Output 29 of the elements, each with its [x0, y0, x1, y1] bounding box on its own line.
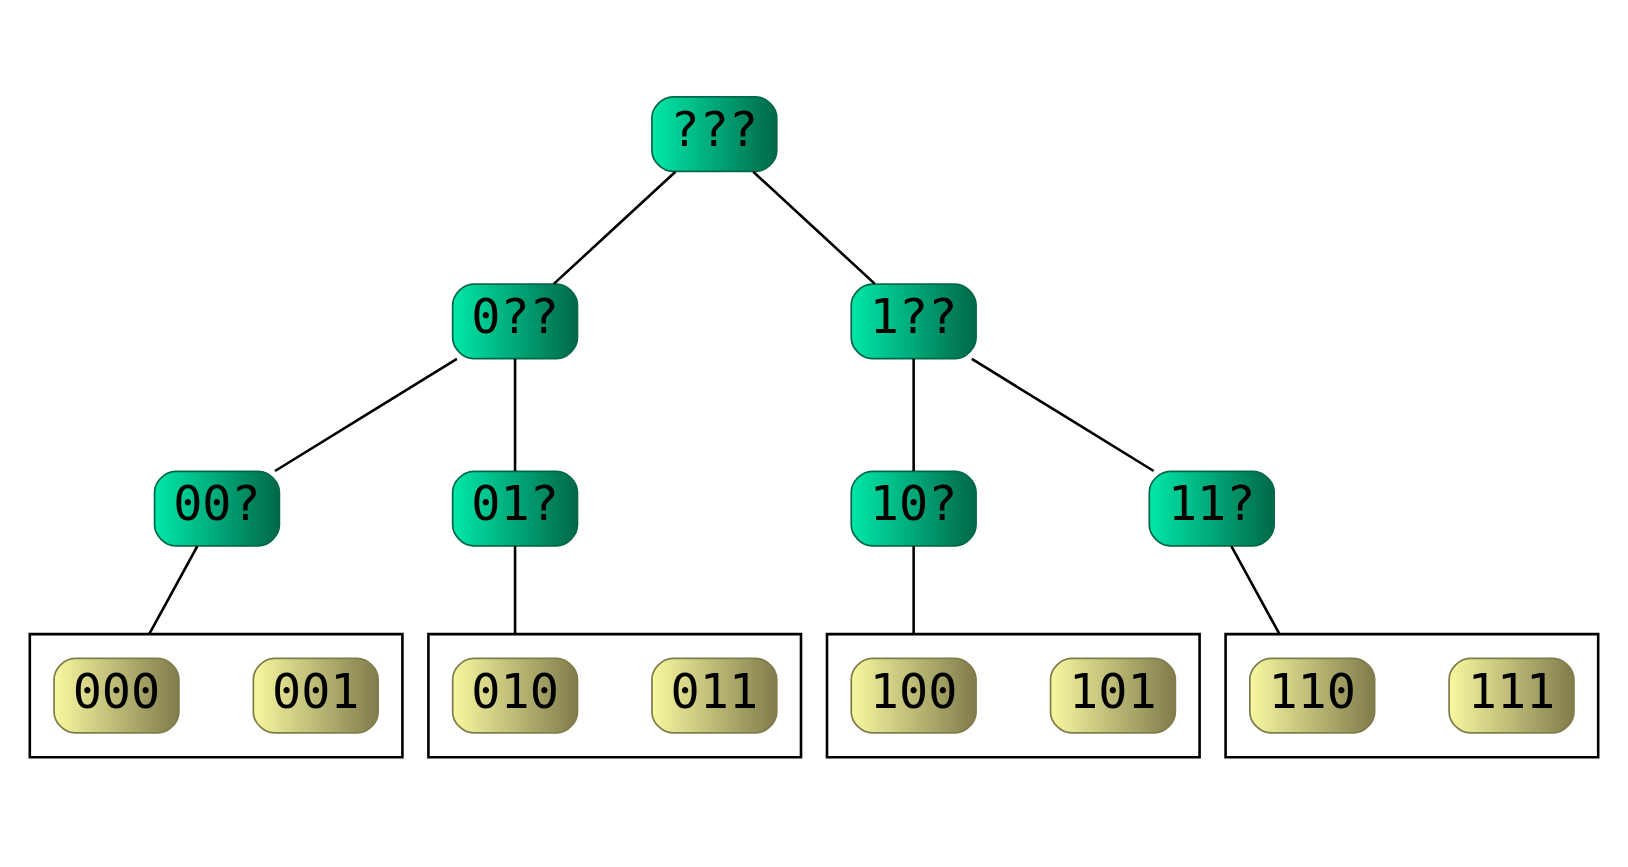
connector: [1230, 545, 1281, 635]
cluster: [427, 632, 803, 758]
node-box: 111: [1448, 657, 1575, 734]
cluster: [1224, 632, 1600, 758]
connector: [912, 358, 915, 471]
connector: [148, 545, 199, 635]
connector: [513, 545, 517, 634]
node-box: 001: [252, 657, 379, 734]
node-box: 01?: [451, 469, 579, 547]
node-box: 010: [451, 657, 579, 734]
node-box: 000: [53, 657, 180, 734]
node-box: 110: [1249, 657, 1376, 734]
node-box: 100: [850, 657, 977, 734]
node-box: 011: [651, 657, 778, 734]
cluster: [28, 632, 404, 758]
cluster: [825, 632, 1201, 758]
connector: [274, 357, 458, 472]
connector: [513, 358, 517, 471]
node-box: ???: [651, 95, 778, 172]
node-box: 10?: [850, 469, 977, 547]
connector: [912, 545, 915, 634]
connector: [971, 357, 1155, 472]
node-box: 00?: [153, 469, 281, 547]
node-box: 0??: [451, 282, 579, 359]
connector: [752, 170, 876, 285]
node-box: 101: [1049, 657, 1177, 734]
node-box: 1??: [850, 282, 977, 359]
node-box: 11?: [1148, 469, 1275, 547]
connector: [552, 170, 677, 285]
